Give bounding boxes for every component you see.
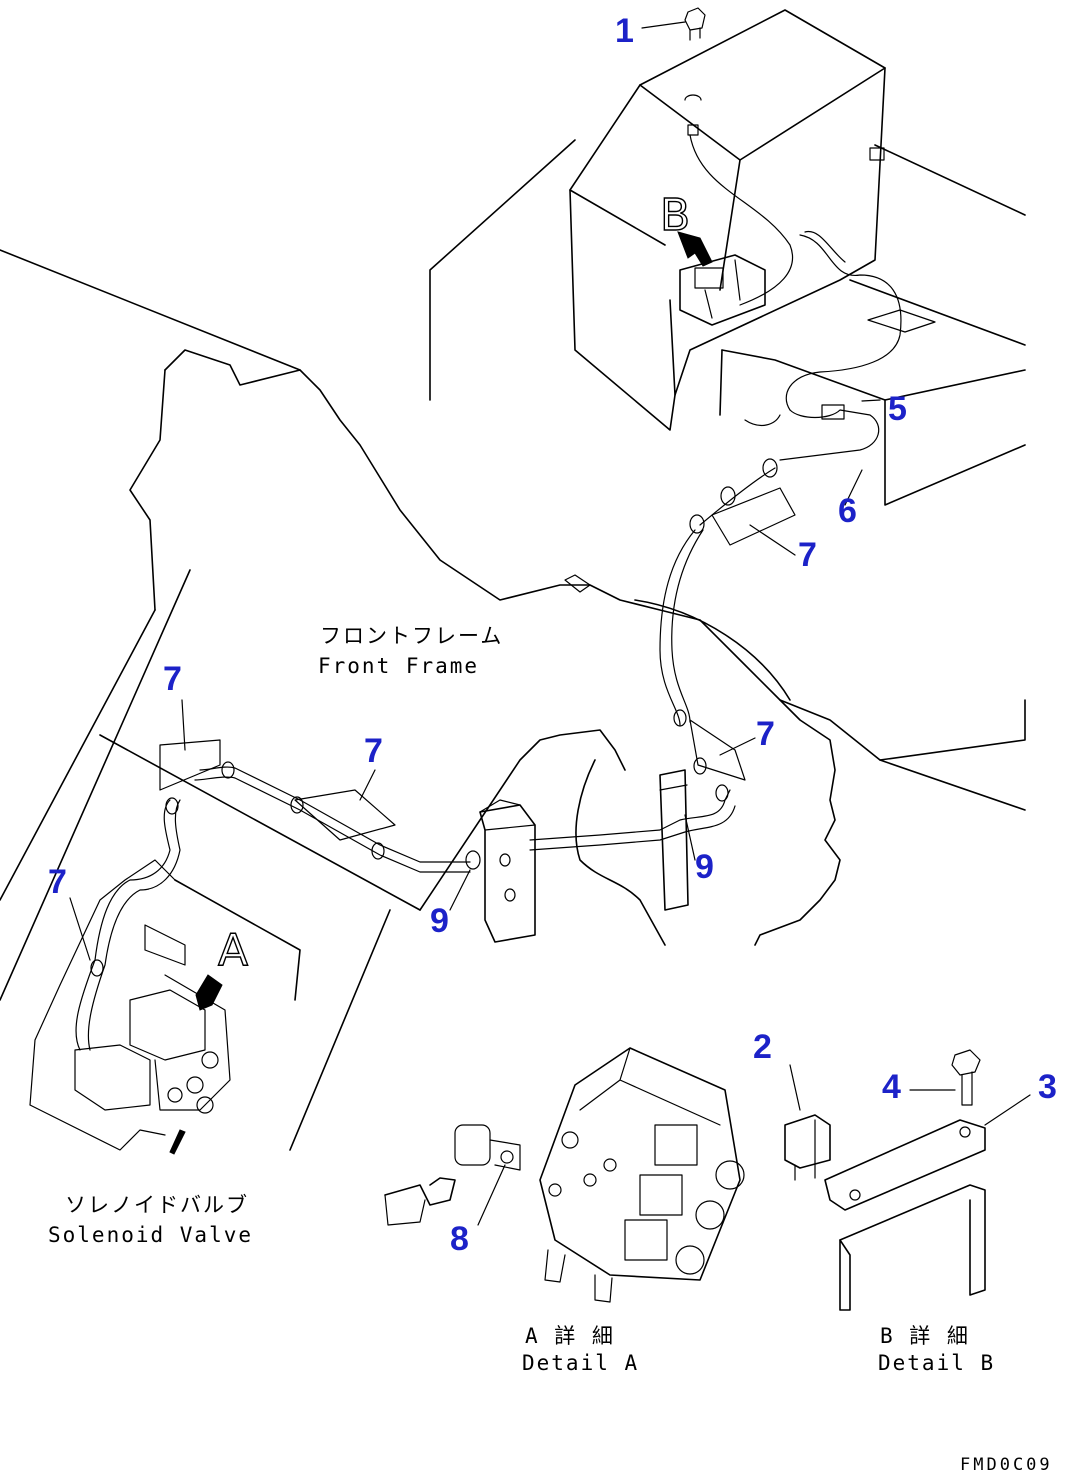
solenoid-valve-label-en: Solenoid Valve xyxy=(48,1223,253,1247)
callout-9: 9 xyxy=(430,902,449,940)
callout-7: 7 xyxy=(163,660,182,698)
callout-7: 7 xyxy=(756,715,775,753)
front-frame-label-en: Front Frame xyxy=(318,654,479,678)
view-b-arrow xyxy=(677,231,713,267)
detail-a-label-jp: A 詳 細 xyxy=(525,1324,615,1348)
callout-7: 7 xyxy=(798,536,817,574)
detail-b-label-jp: B 詳 細 xyxy=(880,1324,970,1348)
callout-6: 6 xyxy=(838,492,857,530)
callout-4: 4 xyxy=(882,1068,901,1106)
lower-harness xyxy=(75,709,746,1051)
drawing-code: FMD0C09 xyxy=(960,1455,1053,1475)
solenoid-valve-area xyxy=(29,859,231,1155)
detail-b-relay xyxy=(784,1049,986,1311)
upper-harness xyxy=(659,134,902,726)
view-b-letter: B xyxy=(660,190,690,241)
detail-a-valve xyxy=(384,1047,745,1303)
callout-2: 2 xyxy=(753,1028,772,1066)
part-1-relay xyxy=(684,7,706,41)
front-frame-label-jp: フロントフレーム xyxy=(320,624,503,648)
upper-housing xyxy=(569,9,1026,506)
callout-8: 8 xyxy=(450,1220,469,1258)
solenoid-valve-label-jp: ソレノイドバルブ xyxy=(65,1193,249,1217)
relay-box xyxy=(679,254,766,326)
clamp-brackets xyxy=(465,769,689,943)
front-frame xyxy=(0,139,1026,1151)
leader-lines xyxy=(69,21,1031,1226)
callout-5: 5 xyxy=(888,390,907,428)
callout-1: 1 xyxy=(615,12,634,50)
callout-7: 7 xyxy=(364,732,383,770)
callout-3: 3 xyxy=(1038,1068,1057,1106)
callout-7: 7 xyxy=(48,863,67,901)
detail-a-label-en: Detail A xyxy=(522,1351,639,1375)
detail-b-label-en: Detail B xyxy=(878,1351,995,1375)
view-a-letter: A xyxy=(218,925,248,976)
callout-9: 9 xyxy=(695,848,714,886)
